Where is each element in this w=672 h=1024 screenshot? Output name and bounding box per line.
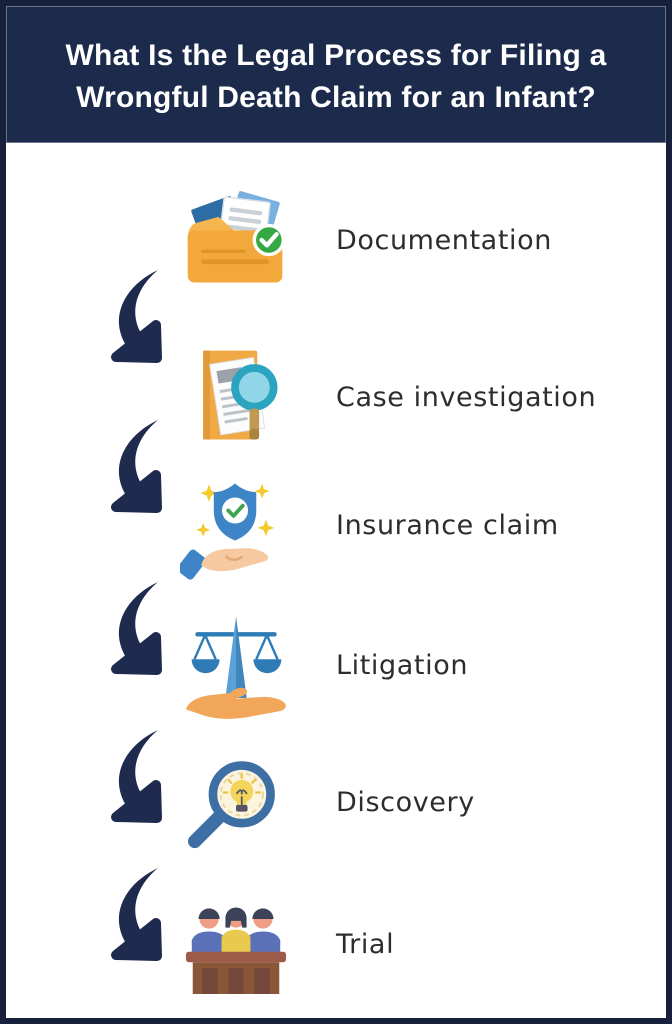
step-label-documentation: Documentation bbox=[336, 224, 552, 256]
step-discovery: Discovery bbox=[178, 754, 646, 850]
step-label-discovery: Discovery bbox=[336, 786, 475, 818]
step-label-litigation: Litigation bbox=[336, 649, 469, 681]
magnifier-lightbulb-icon bbox=[178, 754, 294, 850]
step-label-insurance-claim: Insurance claim bbox=[336, 509, 559, 541]
curved-arrow-icon bbox=[100, 580, 184, 676]
title-line-2: Wrongful Death Claim for an Infant? bbox=[76, 80, 596, 114]
step-litigation: Litigation bbox=[178, 610, 646, 720]
step-label-trial: Trial bbox=[336, 928, 395, 960]
step-insurance-claim: Insurance claim bbox=[178, 468, 646, 582]
curved-arrow-icon bbox=[100, 418, 184, 514]
jury-bench-icon bbox=[178, 894, 294, 994]
title-line-1: What Is the Legal Process for Filing a bbox=[65, 38, 607, 72]
header-banner: What Is the Legal Process for Filing a W… bbox=[6, 6, 666, 143]
curved-arrow-icon bbox=[100, 268, 184, 364]
step-label-case-investigation: Case investigation bbox=[336, 381, 597, 413]
hand-scales-of-justice-icon bbox=[178, 610, 294, 720]
step-trial: Trial bbox=[178, 894, 646, 994]
folder-paper-magnifier-icon bbox=[178, 346, 294, 448]
hand-shield-check-icon bbox=[178, 470, 294, 580]
page-title: What Is the Legal Process for Filing a W… bbox=[65, 31, 606, 119]
curved-arrow-icon bbox=[100, 728, 184, 824]
curved-arrow-icon bbox=[100, 866, 184, 962]
step-documentation: Documentation bbox=[178, 182, 646, 298]
documents-folder-check-icon bbox=[178, 184, 294, 296]
step-case-investigation: Case investigation bbox=[178, 344, 646, 450]
